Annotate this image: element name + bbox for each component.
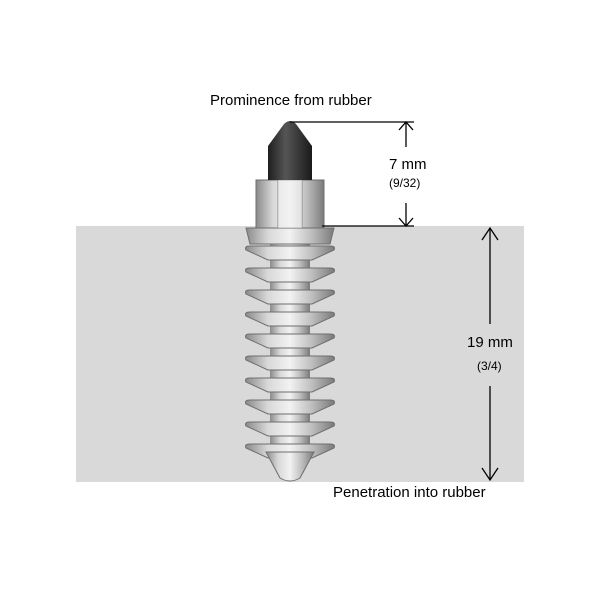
stud-carbide-tip: [268, 121, 312, 180]
upper-dimension-inch: (9/32): [389, 176, 421, 190]
lower-dimension-inch: (3/4): [477, 359, 502, 373]
stud-collar: [245, 227, 335, 245]
penetration-label: Penetration into rubber: [333, 484, 486, 501]
prominence-label: Prominence from rubber: [210, 92, 372, 109]
thread-ridge: [245, 421, 335, 437]
thread-ridge: [245, 355, 335, 371]
thread-ridge: [245, 311, 335, 327]
dimension-lines: [290, 121, 499, 482]
thread-ridge: [245, 245, 335, 261]
stud-shank: [245, 240, 335, 482]
stud-hex-head: [255, 179, 325, 229]
upper-dimension-mm: 7 mm: [389, 156, 427, 173]
thread-ridge: [245, 333, 335, 349]
lower-dimension-mm: 19 mm: [467, 334, 513, 351]
stud-threads: [245, 245, 335, 459]
thread-ridge: [245, 377, 335, 393]
thread-ridge: [245, 267, 335, 283]
thread-ridge: [245, 399, 335, 415]
thread-ridge: [245, 289, 335, 305]
